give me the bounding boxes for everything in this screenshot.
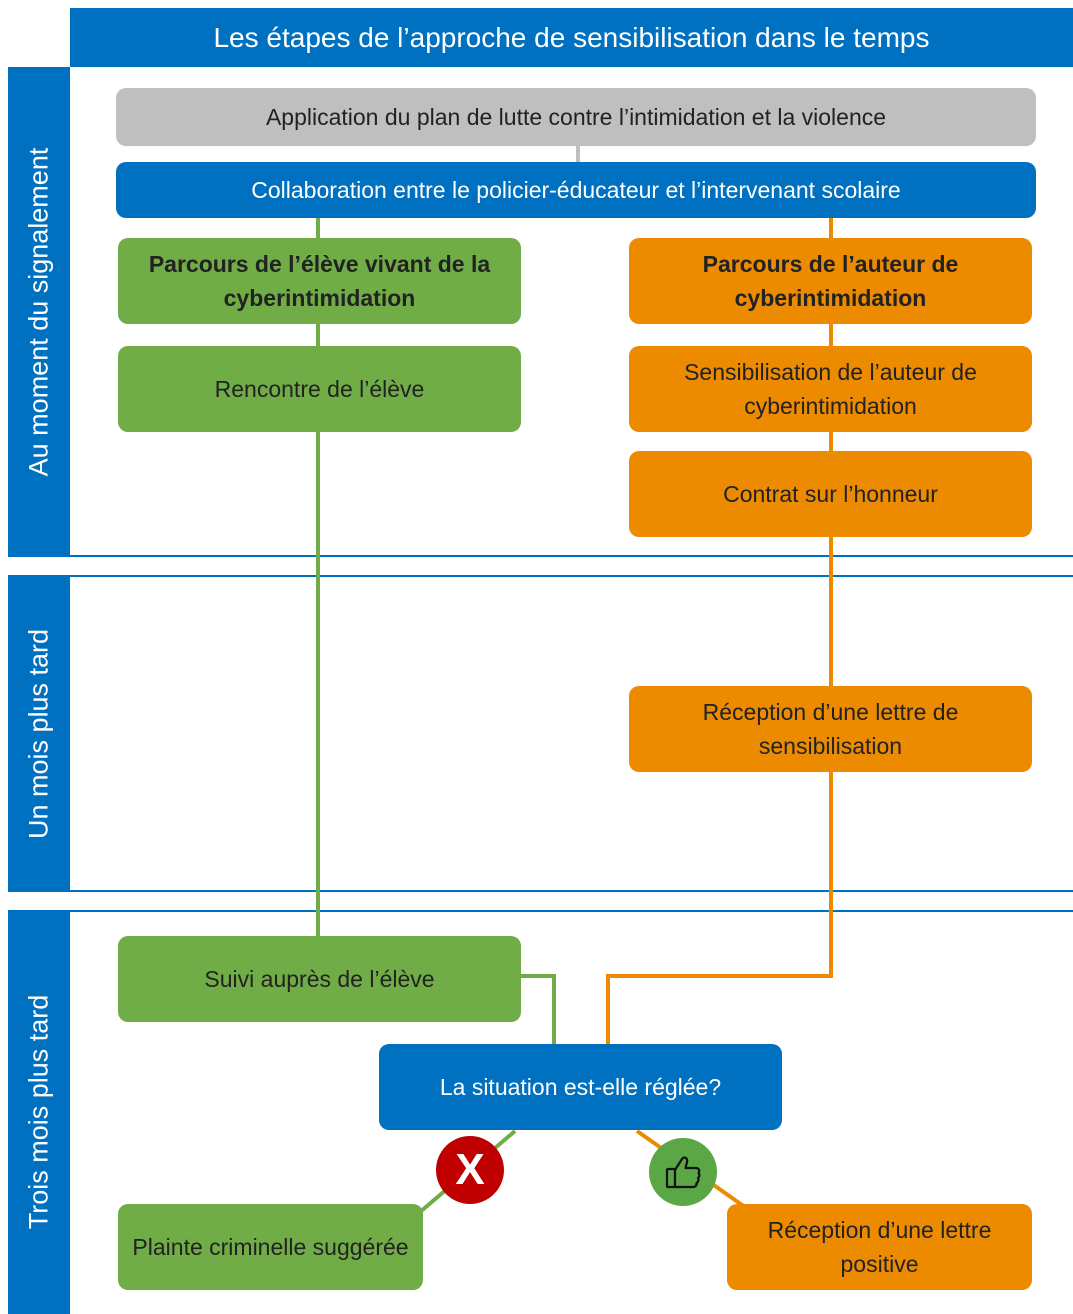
section-separator	[70, 890, 1073, 892]
collaboration-box: Collaboration entre le policier-éducateu…	[116, 162, 1036, 218]
author-letter-box: Réception d’une lettre de sensibilisatio…	[629, 686, 1032, 772]
x-icon: X	[436, 1136, 504, 1204]
victim-path-title: Parcours de l’élève vivant de la cyberin…	[118, 238, 521, 324]
plan-box: Application du plan de lutte contre l’in…	[116, 88, 1036, 146]
author-contract-box: Contrat sur l’honneur	[629, 451, 1032, 537]
victim-followup-box: Suivi auprès de l’élève	[118, 936, 521, 1022]
section-band-one-month: Un mois plus tard	[8, 575, 70, 892]
author-path-line	[608, 974, 833, 978]
author-awareness-box: Sensibilisation de l’auteur de cyberinti…	[629, 346, 1032, 432]
connector-line	[576, 146, 580, 164]
victim-path-line	[316, 218, 320, 938]
author-path-line	[606, 974, 610, 1046]
section-separator	[70, 555, 1073, 557]
positive-letter-box: Réception d’une lettre positive	[727, 1204, 1032, 1290]
criminal-complaint-box: Plainte criminelle suggérée	[118, 1204, 423, 1290]
victim-meeting-box: Rencontre de l’élève	[118, 346, 521, 432]
victim-path-line	[552, 974, 556, 1046]
thumbs-up-icon	[649, 1138, 717, 1206]
section-band-three-months: Trois mois plus tard	[8, 910, 70, 1314]
section-separator	[70, 910, 1073, 912]
diagram-title: Les étapes de l’approche de sensibilisat…	[70, 8, 1073, 67]
section-band-at-report: Au moment du signalement	[8, 67, 70, 557]
decision-box: La situation est-elle réglée?	[379, 1044, 782, 1130]
section-separator	[70, 575, 1073, 577]
victim-path-line	[520, 974, 556, 978]
thumbs-up-glyph	[665, 1156, 701, 1189]
author-path-title: Parcours de l’auteur de cyberintimidatio…	[629, 238, 1032, 324]
author-path-line	[829, 218, 833, 978]
